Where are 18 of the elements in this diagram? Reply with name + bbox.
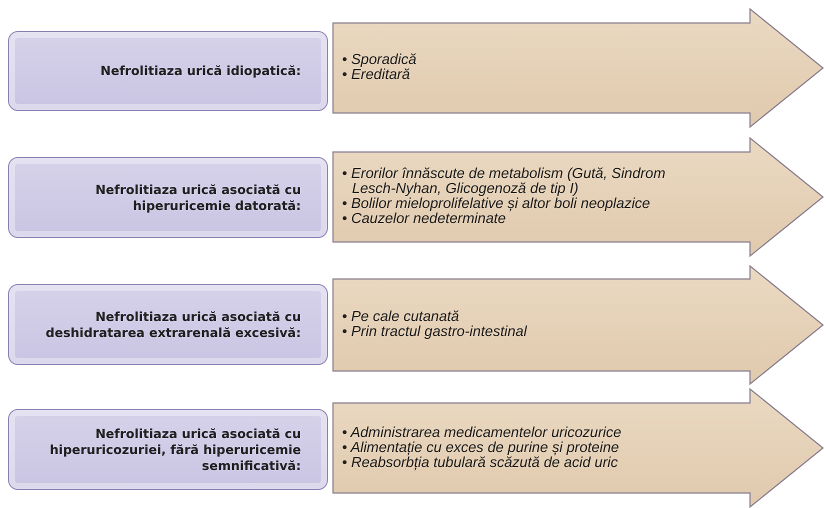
bullet-item: • Ereditară xyxy=(342,68,411,83)
bullet-item: • Prin tractul gastro-intestinal xyxy=(342,325,528,340)
bullet-item: • Alimentație cu exces de purine și proteine xyxy=(342,441,620,456)
arrow-shape xyxy=(332,388,824,508)
category-box: Nefrolitiaza urică asociată cu hiperuricemie datorată: xyxy=(8,157,328,238)
category-box: Nefrolitiaza urică idiopatică: xyxy=(8,31,328,111)
arrow-shape xyxy=(332,137,824,257)
arrow-shape xyxy=(332,8,824,128)
bullet-item: • Bolilor mieloprolifelative și altor boli neoplazice xyxy=(342,197,652,212)
category-box: Nefrolitiaza urică asociată cu hiperuricozuriei, fără hiperuricemie semnificativă: xyxy=(8,409,328,490)
bullet-item: • Cauzelor nedeterminate xyxy=(342,212,507,227)
arrow-shape xyxy=(332,265,824,385)
bullet-item: • Administrarea medicamentelor uricozurice xyxy=(342,426,622,441)
bullet-item: • Erorilor înnăscute de metabolism (Gută, Sindrom Lesch-Nyhan, Glicogenoză de tip I) xyxy=(342,167,666,197)
bullet-item: • Pe cale cutanată xyxy=(342,310,460,325)
bullet-item: • Sporadică xyxy=(342,53,418,68)
bullet-item: • Reabsorbția tubulară scăzută de acid uric xyxy=(342,456,619,471)
category-box: Nefrolitiaza urică asociată cu deshidratarea extrarenală excesivă: xyxy=(8,284,328,365)
